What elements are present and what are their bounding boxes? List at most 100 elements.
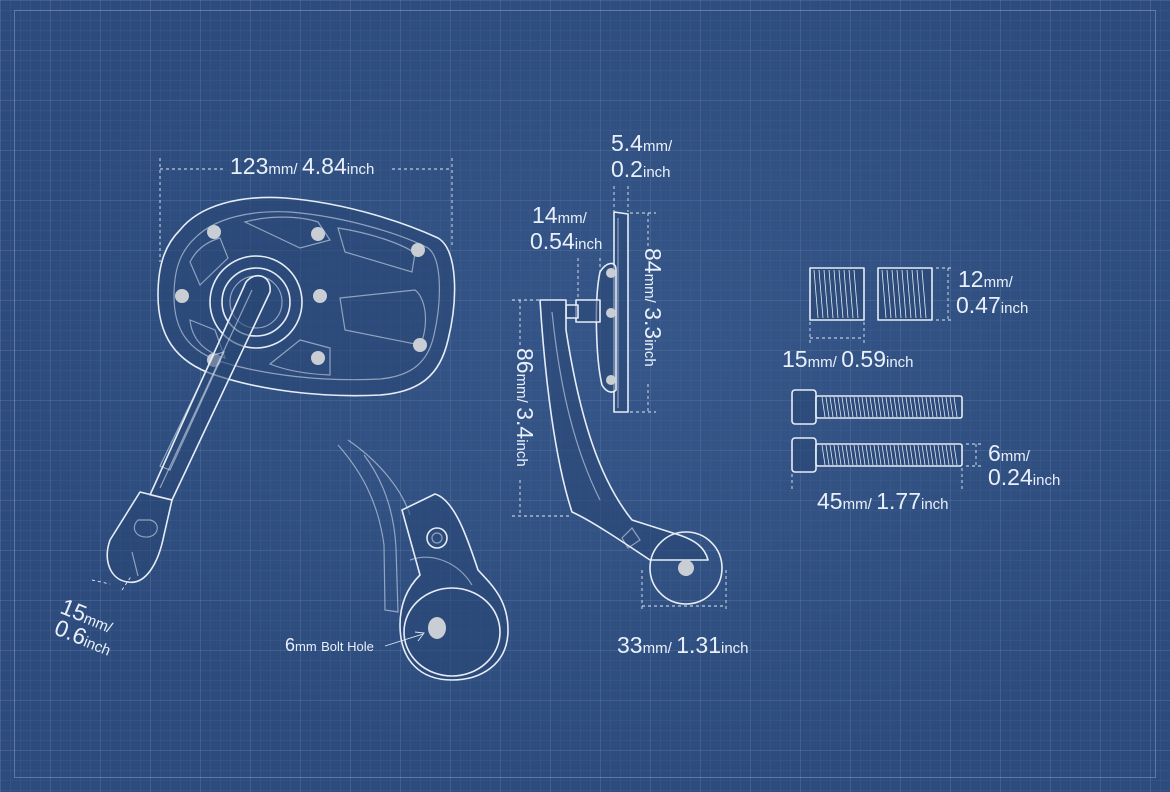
- bolt-thread-line: [853, 444, 858, 466]
- insert-thread-line: [833, 269, 839, 319]
- threaded-inserts: [809, 267, 954, 344]
- bolt-thread-line: [937, 444, 942, 466]
- bolt-thread-line: [925, 396, 930, 418]
- bolt-thread-line: [889, 444, 894, 466]
- bolt-diameter-label: 6mm/: [988, 440, 1030, 466]
- bolt-thread-line: [881, 444, 886, 466]
- insert-thread-line: [916, 269, 922, 319]
- bolt-thread-line: [841, 396, 846, 418]
- bolt-thread-line: [885, 396, 890, 418]
- bolt-thread-line: [945, 396, 950, 418]
- side-mount-label: 14mm/: [532, 202, 587, 228]
- perspective-mount: [337, 439, 509, 681]
- mounting-bolts: [791, 389, 984, 490]
- bolt-thread-line: [897, 444, 902, 466]
- insert-thread-line: [901, 269, 907, 319]
- insert-thread-line: [896, 269, 902, 319]
- bolt-thread-line: [913, 396, 918, 418]
- bolt-thread-line: [873, 396, 878, 418]
- insert-length-label: 15mm/ 0.59inch: [782, 346, 914, 372]
- bolt-thread-line: [873, 444, 878, 466]
- bolt-thread-line: [905, 396, 910, 418]
- front-width-label: 123mm/ 4.84inch: [230, 153, 375, 179]
- bolt-thread-line: [857, 396, 862, 418]
- bolt-thread-line: [929, 396, 934, 418]
- blueprint-frame: [14, 10, 1156, 778]
- bolt-thread-line: [837, 444, 842, 466]
- insert-thread-line: [848, 269, 854, 319]
- bolt-thread-line: [953, 396, 958, 418]
- side-plate-label: 5.4mm/: [611, 130, 673, 156]
- bolt-thread-line: [821, 396, 826, 418]
- bolt-thread-line: [917, 444, 922, 466]
- side-plate-label-imperial: 0.2inch: [611, 156, 671, 182]
- bolt-hole-label: 6mm Bolt Hole: [285, 635, 374, 655]
- bolt-thread-line: [893, 444, 898, 466]
- front-view-mirror: [106, 196, 456, 583]
- insert-thread-line: [818, 269, 824, 319]
- bolt-thread-line: [921, 396, 926, 418]
- bolt-thread-line: [913, 444, 918, 466]
- bolt-thread-line: [897, 396, 902, 418]
- bolt-thread-line: [877, 396, 882, 418]
- insert-thread-line: [853, 269, 859, 319]
- bolt-thread-line: [837, 396, 842, 418]
- bolt-thread-line: [917, 396, 922, 418]
- bolt-thread-line: [941, 444, 946, 466]
- insert-thread-line: [911, 269, 917, 319]
- bolt-thread-line: [945, 444, 950, 466]
- bolt-thread-line: [929, 444, 934, 466]
- insert-height-label-imperial: 0.47inch: [956, 292, 1029, 318]
- side-mirror-height-label: 84mm/ 3.3inch: [640, 248, 666, 367]
- insert-thread-line: [881, 269, 887, 319]
- bolt-thread-line: [841, 444, 846, 466]
- side-dimensions: [512, 186, 727, 612]
- bolt-length-label: 45mm/ 1.77inch: [817, 488, 949, 514]
- side-view: [539, 211, 723, 605]
- bolt-diameter-label-imperial: 0.24inch: [988, 464, 1061, 490]
- bolt-thread-line: [829, 396, 834, 418]
- side-mount-label-imperial: 0.54inch: [530, 228, 603, 254]
- bolt-thread-line: [857, 444, 862, 466]
- bolt-thread-line: [905, 444, 910, 466]
- side-arm-height-label: 86mm/ 3.4inch: [512, 348, 538, 467]
- bolt-thread-line: [909, 444, 914, 466]
- bolt-thread-line: [925, 444, 930, 466]
- bolt-thread-line: [849, 444, 854, 466]
- bolt-thread-line: [861, 396, 866, 418]
- bolt-thread-line: [825, 396, 830, 418]
- bolt-thread-line: [881, 396, 886, 418]
- bolt-thread-line: [829, 444, 834, 466]
- bolt-thread-line: [901, 444, 906, 466]
- front-dimensions: [91, 158, 453, 591]
- insert-thread-line: [891, 269, 897, 319]
- bolt-thread-line: [953, 444, 958, 466]
- bolt-thread-line: [825, 444, 830, 466]
- bolt-thread-line: [833, 444, 838, 466]
- insert-thread-line: [886, 269, 892, 319]
- bolt-thread-line: [861, 444, 866, 466]
- bolt-thread-line: [933, 396, 938, 418]
- bolt-thread-line: [869, 444, 874, 466]
- insert-thread-line: [843, 269, 849, 319]
- insert-thread-line: [813, 269, 819, 319]
- clamp-width-label: 33mm/ 1.31inch: [617, 632, 749, 658]
- bolt-thread-line: [865, 444, 870, 466]
- bolt-thread-line: [865, 396, 870, 418]
- bolt-thread-line: [821, 444, 826, 466]
- insert-thread-line: [823, 269, 829, 319]
- bolt-thread-line: [845, 444, 850, 466]
- bolt-thread-line: [901, 396, 906, 418]
- bolt-thread-line: [845, 396, 850, 418]
- bolt-thread-line: [949, 444, 954, 466]
- bolt-thread-line: [869, 396, 874, 418]
- bolt-thread-line: [941, 396, 946, 418]
- bolt-thread-line: [849, 396, 854, 418]
- bolt-thread-line: [833, 396, 838, 418]
- bolt-thread-line: [933, 444, 938, 466]
- bolt-thread-line: [937, 396, 942, 418]
- insert-height-label: 12mm/: [958, 266, 1013, 292]
- insert-thread-line: [838, 269, 844, 319]
- bolt-thread-line: [885, 444, 890, 466]
